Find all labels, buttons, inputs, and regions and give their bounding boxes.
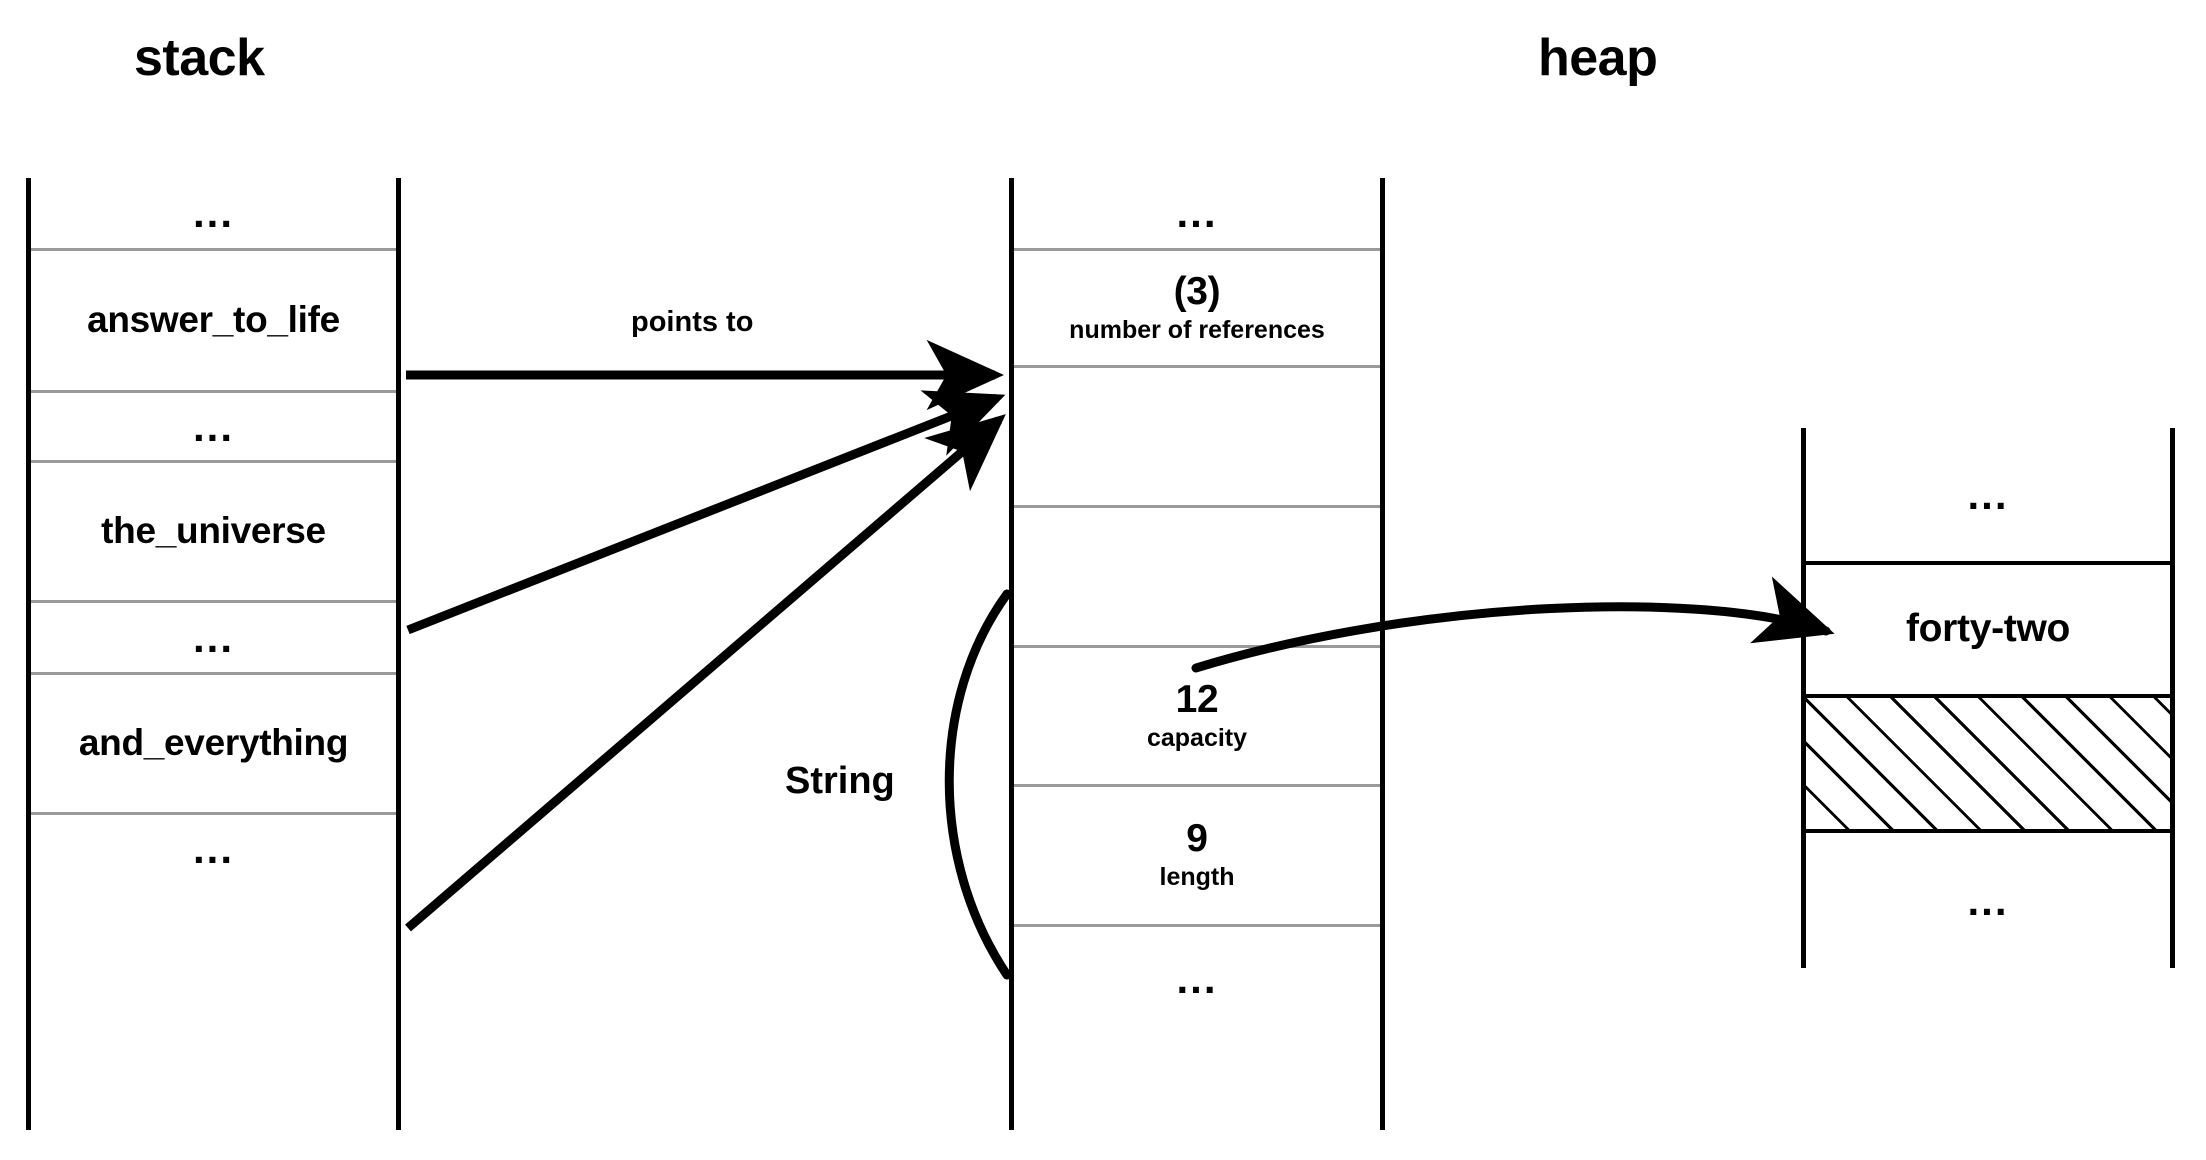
length-caption: length bbox=[1159, 863, 1235, 892]
string-row-length: 9 length bbox=[1014, 784, 1380, 924]
heap-row-forty-two: forty-two bbox=[1806, 561, 2170, 694]
stack-row-ellipsis-3: ... bbox=[31, 600, 396, 672]
stack-row-ellipsis-bottom: ... bbox=[31, 812, 396, 883]
capacity-value: 12 bbox=[1175, 677, 1219, 721]
ellipsis-glyph: ... bbox=[192, 825, 234, 873]
stack-row-and-everything: and_everything bbox=[31, 672, 396, 812]
and-everything-arrow bbox=[405, 414, 1006, 932]
the-universe-arrow bbox=[406, 390, 1006, 635]
heap-column: ... forty-two ... bbox=[1801, 428, 2175, 968]
string-struct-column: ... (3) number of references 12 capacity… bbox=[1009, 178, 1385, 1130]
heap-row-reserved-hatched bbox=[1806, 694, 2170, 829]
stack-row-ellipsis-2: ... bbox=[31, 390, 396, 460]
stack-variable-label: and_everything bbox=[78, 722, 349, 764]
ellipsis-glyph: ... bbox=[1967, 470, 2009, 518]
string-row-refcount: (3) number of references bbox=[1014, 248, 1380, 365]
refcount-value: (3) bbox=[1173, 269, 1221, 313]
points-to-label: points to bbox=[631, 306, 754, 338]
heap-value-label: forty-two bbox=[1905, 607, 2071, 651]
string-row-ellipsis-bottom: ... bbox=[1014, 924, 1380, 1030]
ellipsis-glyph: ... bbox=[1967, 876, 2009, 924]
stack-row-ellipsis-top: ... bbox=[31, 178, 396, 248]
string-row-data-pointer bbox=[1014, 505, 1380, 645]
stack-variable-label: answer_to_life bbox=[87, 299, 340, 341]
stack-row-filler-a bbox=[31, 883, 396, 1022]
string-row-ellipsis-top: ... bbox=[1014, 178, 1380, 248]
stack-row-answer-to-life: answer_to_life bbox=[31, 248, 396, 390]
capacity-caption: capacity bbox=[1146, 723, 1248, 752]
heap-row-ellipsis-top: ... bbox=[1806, 428, 2170, 561]
refcount-caption: number of references bbox=[1069, 315, 1325, 344]
stack-column: ... answer_to_life ... the_universe ... … bbox=[26, 178, 401, 1130]
string-row-capacity: 12 capacity bbox=[1014, 645, 1380, 784]
string-row-blank bbox=[1014, 365, 1380, 505]
ellipsis-glyph: ... bbox=[1176, 189, 1218, 237]
stack-row-filler-b bbox=[31, 1022, 396, 1130]
string-brace-curve bbox=[944, 589, 1012, 980]
stack-row-the-universe: the_universe bbox=[31, 460, 396, 600]
stack-variable-label: the_universe bbox=[101, 510, 326, 552]
string-brace-label: String bbox=[785, 760, 895, 802]
ellipsis-glyph: ... bbox=[192, 189, 234, 237]
heap-title: heap bbox=[1538, 29, 1658, 87]
ellipsis-glyph: ... bbox=[192, 402, 234, 450]
length-value: 9 bbox=[1186, 817, 1208, 861]
ellipsis-glyph: ... bbox=[1176, 954, 1218, 1002]
heap-row-ellipsis-bottom: ... bbox=[1806, 829, 2170, 968]
ellipsis-glyph: ... bbox=[192, 613, 234, 661]
stack-title: stack bbox=[134, 29, 265, 87]
